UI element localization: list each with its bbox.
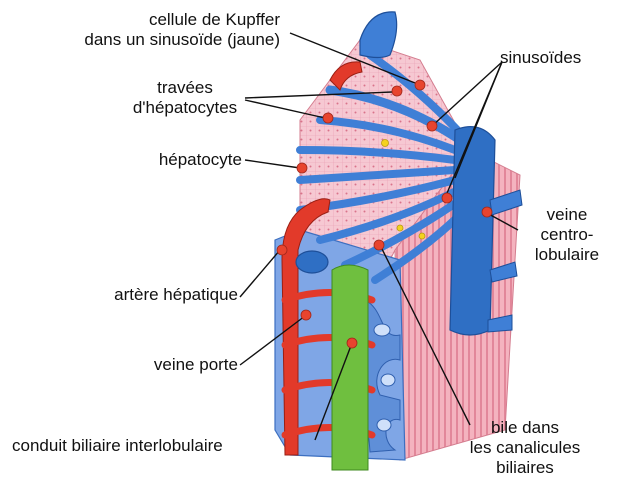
bile-duct: [332, 265, 368, 470]
label-bile: bile dans les canalicules biliaires: [455, 418, 595, 478]
label-hepatocyte: hépatocyte: [100, 150, 242, 170]
label-travees-line2: d'hépatocytes: [125, 98, 245, 118]
label-kupffer: cellule de Kupffer dans un sinusoïde (ja…: [40, 10, 280, 50]
label-veine-line1: veine: [522, 205, 612, 225]
central-vein: [450, 127, 495, 335]
label-bile-line3: biliaires: [455, 458, 595, 478]
label-kupffer-line1: cellule de Kupffer: [40, 10, 280, 30]
portal-vein-opening: [296, 251, 328, 273]
label-kupffer-line2: dans un sinusoïde (jaune): [40, 30, 280, 50]
label-bile-line2: les canalicules: [455, 438, 595, 458]
label-veine-porte: veine porte: [80, 355, 238, 375]
label-veine-line3: lobulaire: [522, 245, 612, 265]
portal-vein-top-branch: [360, 12, 397, 58]
label-travees: travées d'hépatocytes: [125, 78, 245, 118]
label-sinusoides: sinusoïdes: [500, 48, 581, 68]
label-travees-line1: travées: [125, 78, 245, 98]
label-artere: artère hépatique: [30, 285, 238, 305]
label-conduit: conduit biliaire interlobulaire: [12, 436, 223, 456]
label-veine-centrolobulaire: veine centro- lobulaire: [522, 205, 612, 265]
label-bile-line1: bile dans: [455, 418, 595, 438]
label-veine-line2: centro-: [522, 225, 612, 245]
